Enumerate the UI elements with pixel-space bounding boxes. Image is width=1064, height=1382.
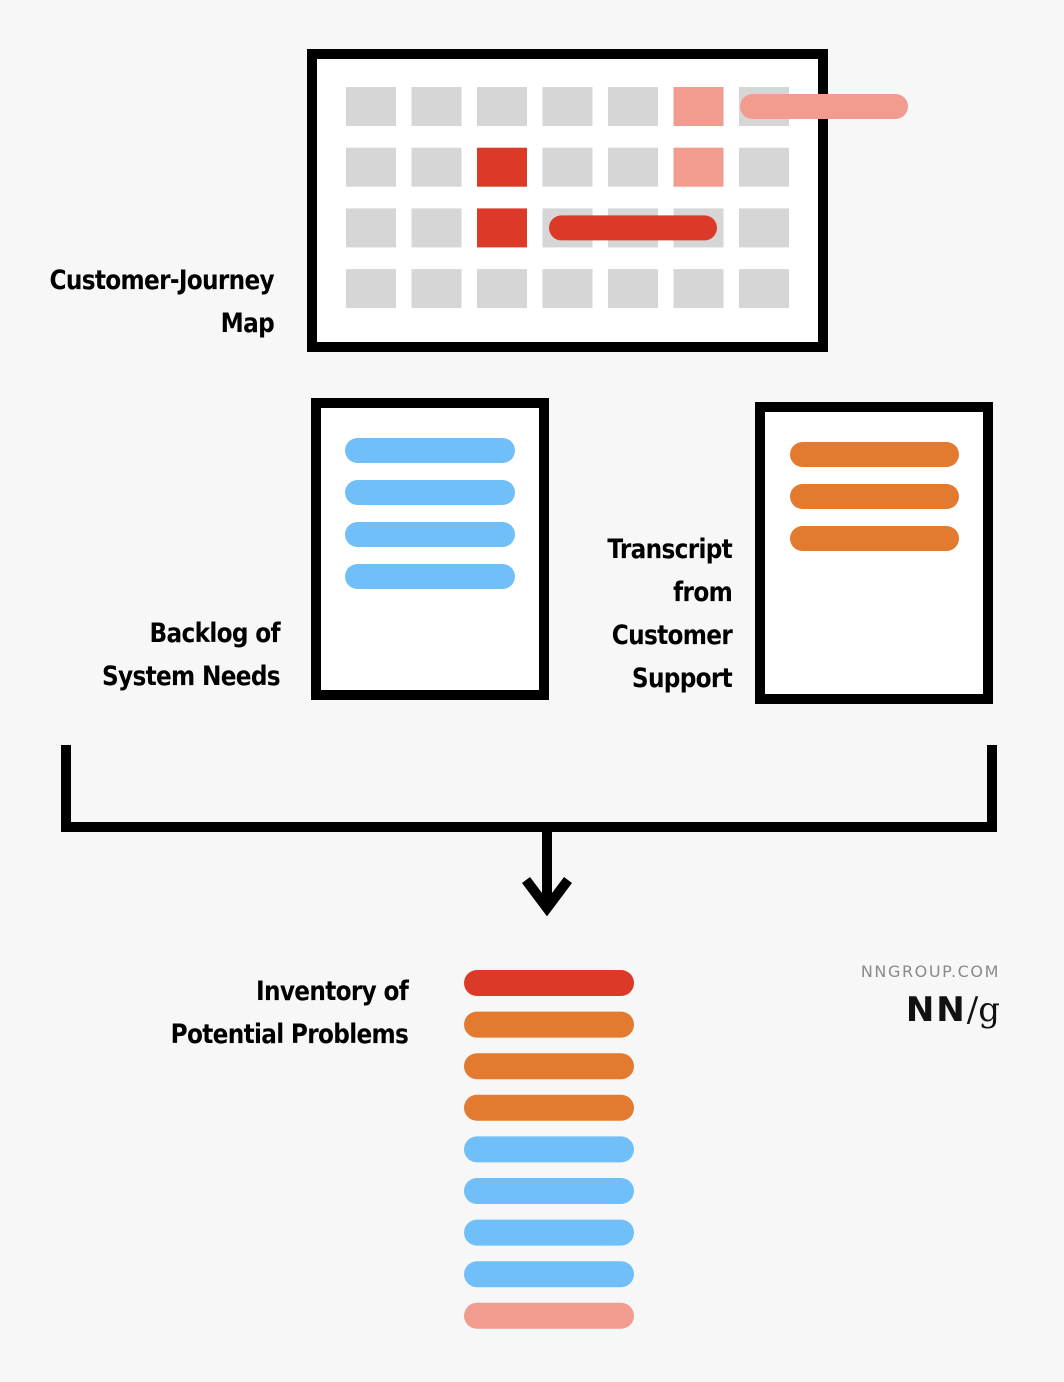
logo-g: g: [978, 990, 1000, 1030]
customer-journey-map-label: Customer-Journey Map: [49, 259, 275, 345]
inventory-list: [464, 970, 634, 1329]
journey-cell: [411, 147, 462, 187]
journey-cell: [411, 87, 462, 126]
journey-note-bar: [740, 94, 908, 119]
label-line: Support: [631, 663, 733, 694]
journey-cell: [346, 269, 396, 309]
backlog-line: [345, 480, 515, 505]
journey-cell: [346, 147, 396, 187]
label-line: Customer: [611, 620, 733, 651]
journey-cell-highlighted: [673, 147, 724, 187]
journey-cell: [411, 208, 462, 248]
journey-cell: [542, 87, 593, 126]
label-line: Map: [220, 308, 275, 339]
label-line: System Needs: [102, 661, 281, 692]
arrow-down-icon: [522, 877, 572, 917]
journey-cell: [411, 269, 462, 309]
journey-cell: [346, 87, 396, 126]
backlog-line: [345, 438, 515, 463]
journey-map-notes: [549, 94, 908, 241]
label-line: Potential Problems: [170, 1019, 408, 1050]
inventory-line: [464, 1011, 634, 1038]
journey-cell: [477, 269, 527, 309]
inventory-line: [464, 970, 634, 996]
journey-cell-highlighted: [477, 147, 527, 187]
journey-cell: [608, 147, 658, 187]
journey-cell-highlighted: [673, 87, 724, 126]
transcript-label: Transcript from Customer Support: [607, 528, 732, 700]
journey-cell: [739, 147, 789, 187]
inventory-line: [464, 1053, 634, 1080]
logo-nn: NN: [905, 990, 967, 1030]
journey-cell: [739, 269, 789, 309]
journey-cell: [608, 87, 658, 126]
nng-logo: NN/g: [861, 992, 1000, 1028]
inventory-label: Inventory of Potential Problems: [170, 970, 408, 1056]
inventory-line: [464, 1219, 634, 1246]
merge-connector: [61, 745, 997, 917]
inventory-line: [464, 1136, 634, 1163]
journey-note-bar: [549, 215, 717, 241]
label-line: Backlog of: [149, 618, 281, 649]
transcript-document: [755, 402, 993, 704]
journey-cell: [346, 208, 396, 248]
customer-journey-map: [307, 49, 908, 352]
journey-cell: [673, 269, 724, 309]
transcript-line: [790, 526, 959, 551]
backlog-label: Backlog of System Needs: [102, 612, 281, 698]
inventory-line: [464, 1261, 634, 1288]
transcript-lines: [790, 442, 959, 551]
journey-cell-highlighted: [477, 208, 527, 248]
journey-cell: [542, 147, 593, 187]
transcript-line: [790, 442, 959, 467]
brand-block: NNGROUP.COM NN/g: [861, 962, 1000, 1028]
inventory-line: [464, 1094, 634, 1121]
journey-cell: [477, 87, 527, 126]
backlog-document: [311, 398, 549, 700]
inventory-line: [464, 1302, 634, 1329]
backlog-line: [345, 522, 515, 547]
merge-bracket: [61, 745, 997, 832]
journey-cell: [608, 269, 658, 309]
journey-cell: [739, 208, 789, 248]
backlog-line: [345, 564, 515, 589]
backlog-lines: [345, 438, 515, 589]
inventory-line: [464, 1178, 634, 1204]
journey-cell: [542, 269, 593, 309]
transcript-line: [790, 484, 959, 509]
label-line: from: [673, 577, 733, 608]
label-line: Customer-Journey: [49, 265, 275, 296]
brand-url: NNGROUP.COM: [860, 962, 1000, 981]
label-line: Inventory of: [255, 976, 409, 1007]
logo-slash: /: [966, 990, 979, 1030]
label-line: Transcript: [607, 534, 732, 565]
